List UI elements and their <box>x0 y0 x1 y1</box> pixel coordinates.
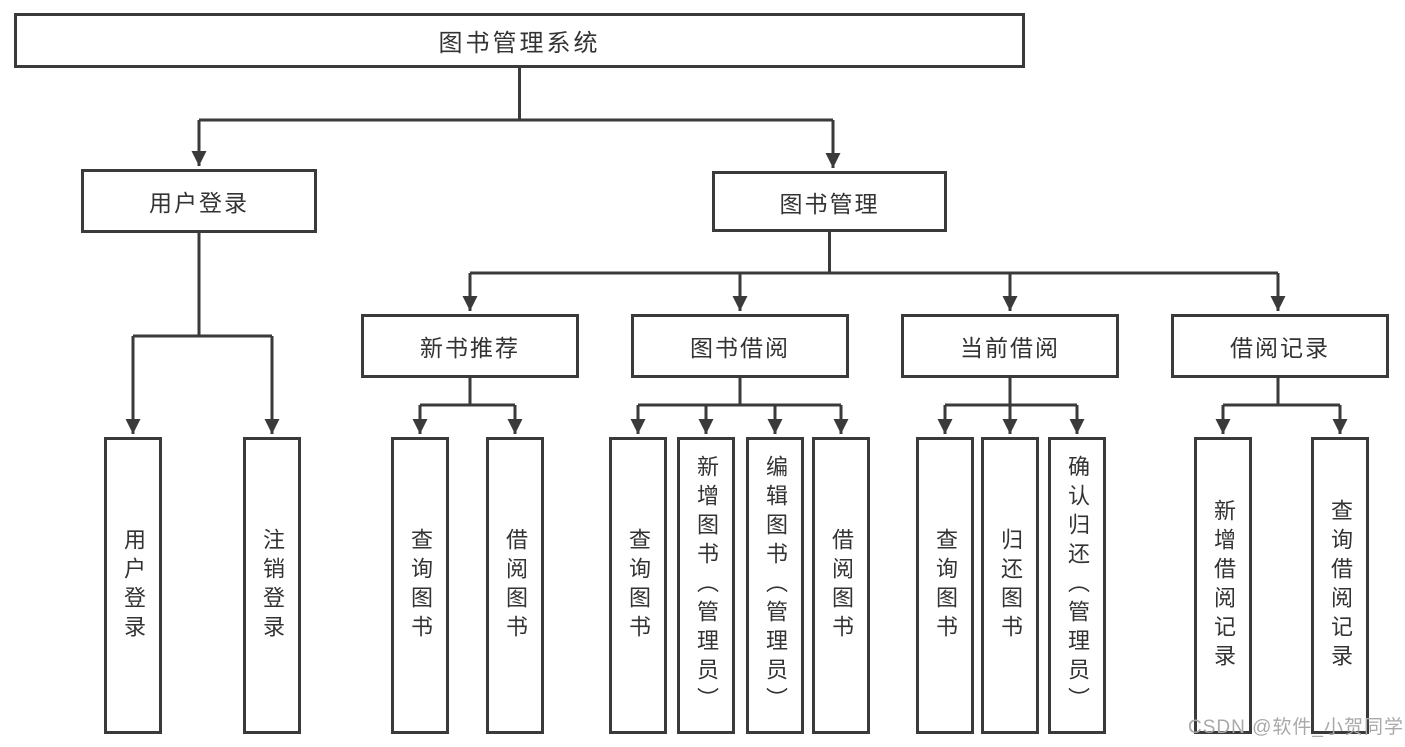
node-user-login: 用户登录 <box>81 169 317 233</box>
leaf-add-book-admin: 新增图书（管理员） <box>677 437 735 734</box>
node-user-login-label: 用户登录 <box>149 190 249 216</box>
leaf-borrow-books-recommend: 借阅图书 <box>486 437 544 734</box>
node-borrow-records-label: 借阅记录 <box>1230 335 1330 361</box>
leaf-add-book-admin-label: 新增图书（管理员） <box>694 455 719 716</box>
leaf-user-login-label: 用户登录 <box>121 527 146 644</box>
leaf-query-borrow-record-label: 查询借阅记录 <box>1328 498 1353 673</box>
node-new-book-recommend: 新书推荐 <box>361 314 579 378</box>
leaf-add-borrow-record: 新增借阅记录 <box>1194 437 1252 734</box>
leaf-borrow-books-recommend-label: 借阅图书 <box>503 527 528 644</box>
leaf-edit-book-admin-label: 编辑图书（管理员） <box>763 455 788 716</box>
node-root: 图书管理系统 <box>14 13 1025 68</box>
leaf-query-books-recommend: 查询图书 <box>391 437 449 734</box>
leaf-confirm-return-admin-label: 确认归还（管理员） <box>1065 455 1090 716</box>
leaf-query-books-current-label: 查询图书 <box>933 527 958 644</box>
csdn-watermark: CSDN @软件_小贺同学 <box>1188 717 1404 738</box>
leaf-borrow-books-label: 借阅图书 <box>829 527 854 644</box>
leaf-user-login: 用户登录 <box>104 437 162 734</box>
leaf-add-borrow-record-label: 新增借阅记录 <box>1211 498 1236 673</box>
leaf-return-book: 归还图书 <box>981 437 1039 734</box>
leaf-query-books-current: 查询图书 <box>916 437 974 734</box>
node-current-borrow: 当前借阅 <box>901 314 1119 378</box>
leaf-edit-book-admin: 编辑图书（管理员） <box>746 437 804 734</box>
node-book-borrow: 图书借阅 <box>631 314 849 378</box>
leaf-logout-label: 注销登录 <box>260 527 285 644</box>
leaf-query-books-recommend-label: 查询图书 <box>408 527 433 644</box>
node-borrow-records: 借阅记录 <box>1171 314 1389 378</box>
node-current-borrow-label: 当前借阅 <box>960 335 1060 361</box>
leaf-query-books-borrow-label: 查询图书 <box>626 527 651 644</box>
node-book-borrow-label: 图书借阅 <box>690 335 790 361</box>
leaf-query-books-borrow: 查询图书 <box>609 437 667 734</box>
leaf-logout: 注销登录 <box>243 437 301 734</box>
leaf-query-borrow-record: 查询借阅记录 <box>1311 437 1369 734</box>
node-new-book-recommend-label: 新书推荐 <box>420 335 520 361</box>
node-book-management-label: 图书管理 <box>779 190 880 217</box>
leaf-confirm-return-admin: 确认归还（管理员） <box>1048 437 1106 734</box>
node-book-management: 图书管理 <box>712 171 947 232</box>
node-root-label: 图书管理系统 <box>438 30 601 57</box>
leaf-return-book-label: 归还图书 <box>998 527 1023 644</box>
leaf-borrow-books: 借阅图书 <box>812 437 870 734</box>
